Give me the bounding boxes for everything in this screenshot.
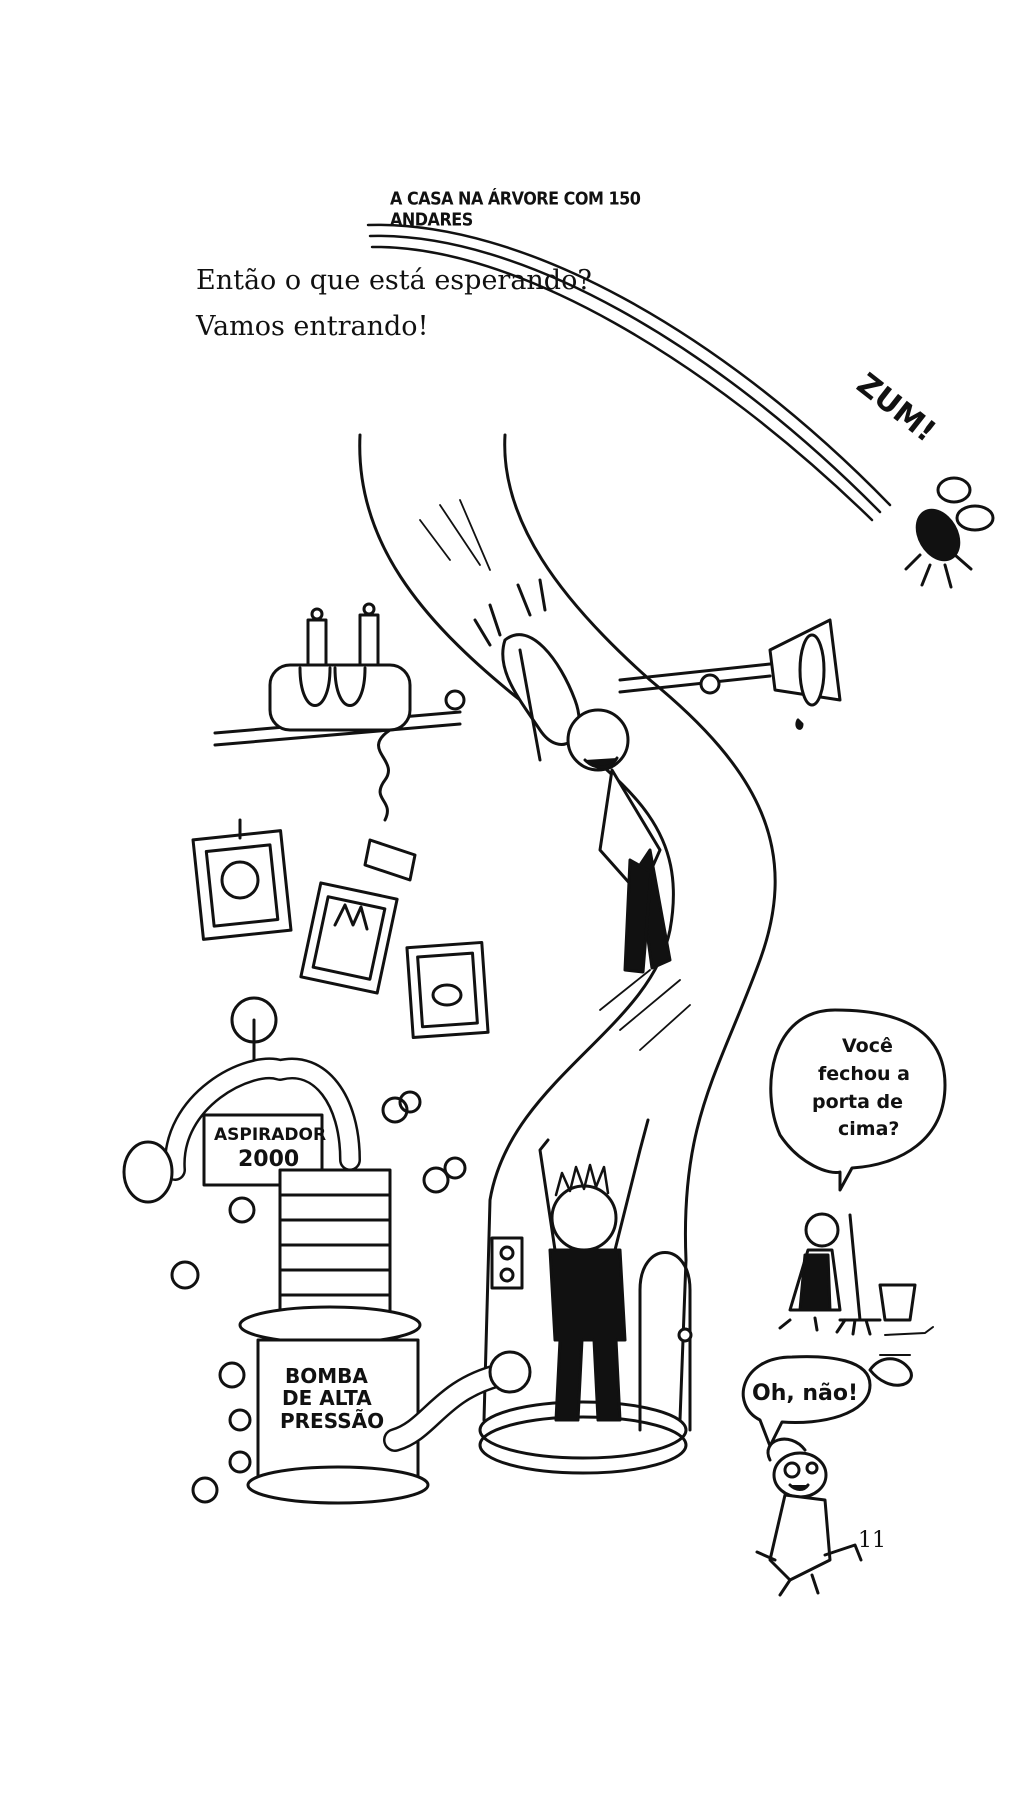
slide-platform xyxy=(478,1400,688,1460)
tube-door xyxy=(638,1251,692,1432)
picture-frame-dog xyxy=(191,818,293,941)
standing-boy xyxy=(538,1118,650,1422)
sliding-girl xyxy=(473,578,672,974)
page-number: 11 xyxy=(858,1528,886,1553)
vacuum-machine xyxy=(122,996,532,1505)
speech-1-line-2: fechou a xyxy=(818,1063,910,1085)
fly-trail xyxy=(366,223,892,522)
picture-frame-cat xyxy=(299,881,399,995)
speech-bubble-1 xyxy=(769,1008,947,1192)
pump-label-line-2: DE ALTA xyxy=(282,1386,372,1410)
body-line-2: Vamos entrando! xyxy=(196,311,429,342)
pump-label-line-1: BOMBA xyxy=(285,1364,368,1388)
running-title: A CASA NA ÁRVORE COM 150 ANDARES xyxy=(390,188,641,230)
dog-icon xyxy=(755,1437,863,1597)
vacuum-label-line-1: ASPIRADOR xyxy=(214,1125,326,1145)
vacuum-label-line-2: 2000 xyxy=(238,1147,299,1172)
speech-1-line-1: Você xyxy=(842,1035,893,1057)
body-text: Então o que está esperando? Vamos entran… xyxy=(196,258,592,350)
woman-with-mop xyxy=(778,1212,917,1336)
fly-icon xyxy=(904,476,995,589)
sound-effect-text: ZUM! xyxy=(850,367,942,450)
slide-tube xyxy=(358,433,777,1422)
speech-1-line-3: porta de xyxy=(812,1091,903,1113)
speech-bubble-2 xyxy=(741,1355,872,1448)
speech-1-line-4: cima? xyxy=(838,1118,899,1140)
picture-frame-bird xyxy=(405,940,490,1039)
pipe-system xyxy=(213,602,842,882)
pump-label-line-3: PRESSÃO xyxy=(280,1409,384,1433)
speech-2-text: Oh, não! xyxy=(752,1381,858,1406)
